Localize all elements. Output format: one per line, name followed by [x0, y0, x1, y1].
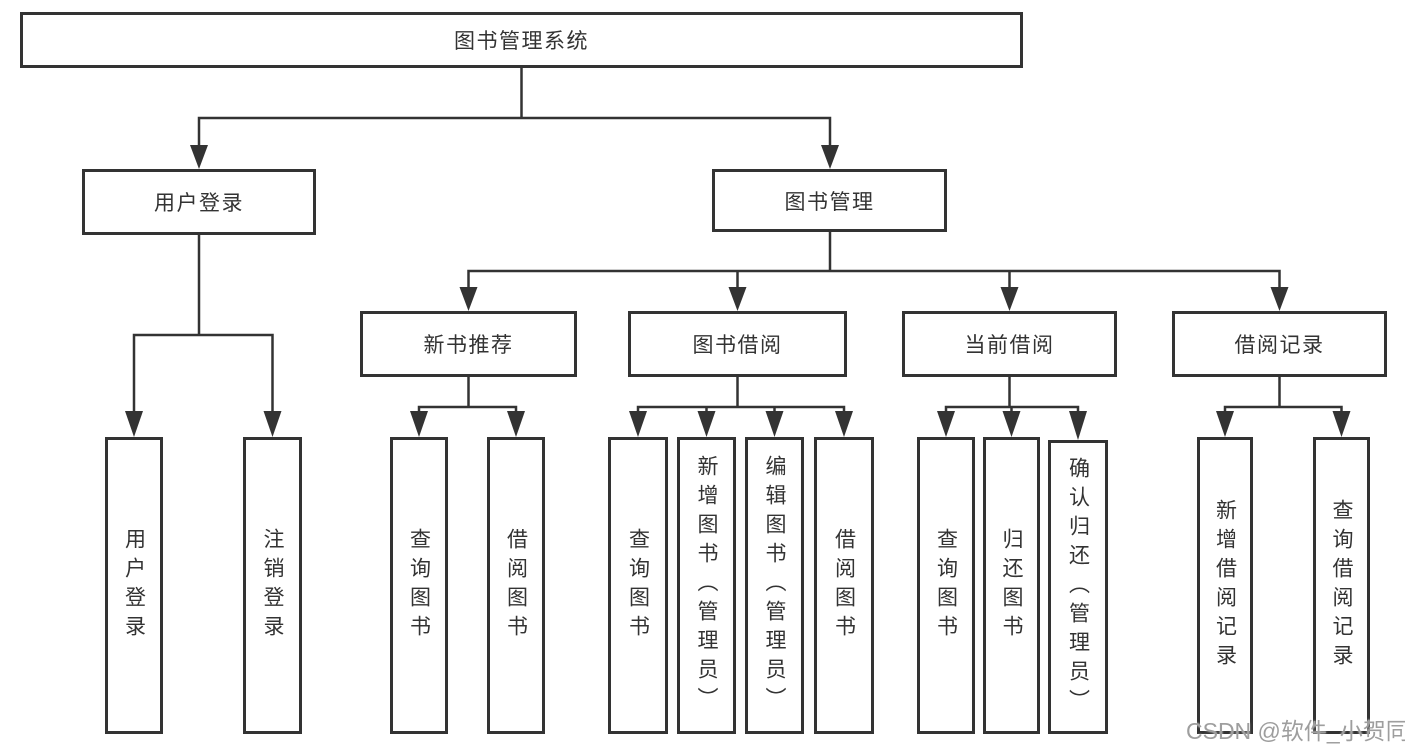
leaf-user-login: 用户登录 — [105, 437, 163, 734]
arrowhead-leaf-query-borrowing — [629, 411, 647, 437]
arrowhead-leaf-query-current — [937, 411, 955, 437]
arrowhead-leaf-borrow-recommend — [507, 411, 525, 437]
arrowhead-leaf-query-record — [1332, 411, 1351, 437]
node-new-book-recommendation: 新书推荐 — [360, 311, 577, 377]
leaf-return-books: 归还图书 — [983, 437, 1040, 734]
leaf-query-books-recommend: 查询图书 — [390, 437, 448, 734]
arrowhead-book-management — [821, 145, 839, 169]
arrowhead-records — [1270, 287, 1289, 311]
leaf-label: 查询图书 — [407, 527, 431, 644]
node-current-borrowing: 当前借阅 — [902, 311, 1117, 377]
node-label: 图书管理系统 — [454, 30, 589, 53]
arrowhead-leaf-return-books — [1002, 411, 1021, 437]
leaf-query-books-borrowing: 查询图书 — [608, 437, 668, 734]
leaf-add-books-admin: 新增图书（管理员） — [677, 437, 736, 734]
node-label: 借阅记录 — [1234, 334, 1325, 357]
node-label: 图书借阅 — [692, 334, 783, 357]
leaf-add-borrow-record: 新增借阅记录 — [1197, 437, 1253, 734]
node-book-borrowing: 图书借阅 — [628, 311, 847, 377]
arrowhead-user-login — [190, 145, 208, 169]
node-book-management: 图书管理 — [712, 169, 947, 232]
arrowhead-current — [1000, 287, 1019, 311]
arrowhead-leaf-add-record — [1216, 411, 1234, 437]
connector-current-rail — [944, 405, 1080, 413]
node-library-management-system: 图书管理系统 — [20, 12, 1023, 68]
leaf-label: 查询图书 — [626, 527, 650, 644]
node-user-login: 用户登录 — [82, 169, 316, 235]
connector-user-login-rail — [132, 333, 274, 412]
arrowhead-leaf-edit-books — [765, 411, 784, 437]
leaf-label: 新增图书（管理员） — [695, 455, 719, 716]
arrowhead-leaf-logout — [263, 411, 282, 437]
connector-borrowing-rail — [636, 405, 846, 413]
node-label: 用户登录 — [154, 192, 244, 215]
leaf-edit-books-admin: 编辑图书（管理员） — [745, 437, 804, 734]
arrowhead-recommend — [459, 287, 478, 311]
leaf-label: 查询图书 — [934, 527, 958, 644]
arrowhead-borrowing — [728, 287, 747, 311]
leaf-borrow-books-borrowing: 借阅图书 — [814, 437, 874, 734]
leaf-label: 借阅图书 — [504, 527, 528, 644]
connector-recommend-rail — [417, 405, 518, 413]
arrowhead-leaf-user-login — [125, 411, 143, 437]
leaf-label: 编辑图书（管理员） — [763, 455, 787, 716]
leaf-confirm-return-admin: 确认归还（管理员） — [1048, 440, 1108, 734]
connector-records-rail — [1223, 405, 1343, 413]
arrowhead-leaf-confirm-return — [1069, 411, 1087, 440]
node-label: 新书推荐 — [423, 334, 514, 357]
leaf-query-borrow-record: 查询借阅记录 — [1313, 437, 1370, 734]
csdn-watermark: CSDN @软件_小贺同学 — [1186, 718, 1405, 744]
connector-level3-rail — [467, 269, 1281, 288]
leaf-query-books-current: 查询图书 — [917, 437, 975, 734]
node-borrowing-records: 借阅记录 — [1172, 311, 1387, 377]
leaf-label: 查询借阅记录 — [1330, 498, 1354, 673]
leaf-logout: 注销登录 — [243, 437, 302, 734]
leaf-borrow-books-recommend: 借阅图书 — [487, 437, 545, 734]
leaf-label: 借阅图书 — [832, 527, 856, 644]
arrowhead-leaf-borrow-borrowing — [835, 411, 853, 437]
node-label: 图书管理 — [784, 190, 875, 214]
arrowhead-leaf-add-books — [697, 411, 716, 437]
leaf-label: 注销登录 — [261, 527, 285, 644]
leaf-label: 归还图书 — [1000, 527, 1024, 644]
connector-level2-rail — [197, 116, 832, 147]
arrowhead-leaf-query-recommend — [410, 411, 428, 437]
leaf-label: 确认归还（管理员） — [1066, 456, 1090, 718]
node-label: 当前借阅 — [964, 334, 1055, 357]
leaf-label: 用户登录 — [122, 527, 146, 644]
leaf-label: 新增借阅记录 — [1213, 498, 1237, 673]
